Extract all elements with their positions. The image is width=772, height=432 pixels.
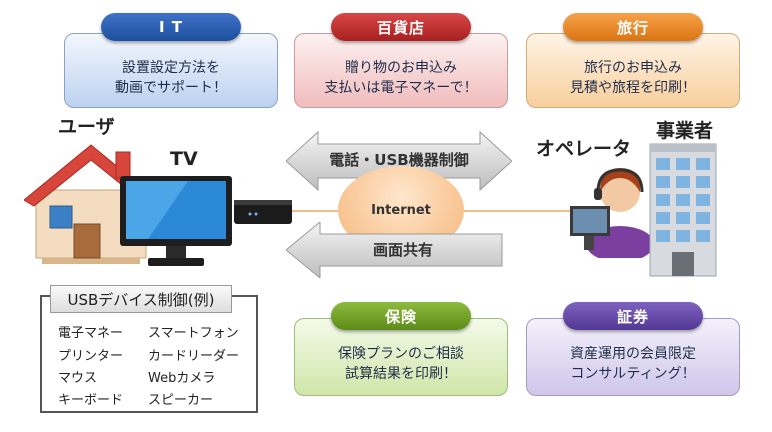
securities-description: 資産運用の会員限定 コンサルティング！ [570,346,696,382]
device-speaker: スピーカー [148,393,214,408]
it-box: 設置設定方法を 動画でサポート！ [64,33,278,108]
device-card-reader: カードリーダー [148,349,240,364]
department-store-box: 贈り物のお申込み 支払いは電子マネーで！ [294,33,508,108]
securities-title: 証券 [563,302,703,330]
it-description: 設置設定方法を 動画でサポート！ [115,59,227,96]
user-label: ユーザ [58,116,115,138]
tv-label: TV [170,148,198,170]
insurance-description: 保険プランのご相談 試算結果を印刷！ [338,346,464,382]
business-label: 事業者 [656,120,714,142]
operator-icon [570,168,654,258]
usb-device-panel [40,295,258,413]
travel-description: 旅行のお申込み 見積や旅程を印刷！ [570,59,696,96]
securities-box: 資産運用の会員限定 コンサルティング！ [526,318,740,396]
it-title: I T [101,13,241,41]
insurance-box: 保険プランのご相談 試算結果を印刷！ [294,318,508,396]
device-keyboard: キーボード [58,393,124,408]
operator-label: オペレータ [536,138,632,160]
device-printer: プリンター [58,349,124,364]
device-smartphone: スマートフォン [148,326,239,341]
arrow-phone-usb [286,130,512,192]
travel-box: 旅行のお申込み 見積や旅程を印刷！ [526,33,740,108]
department-store-description: 贈り物のお申込み 支払いは電子マネーで！ [324,59,478,96]
device-e-money: 電子マネー [58,326,124,341]
arrow-screen-share [286,222,503,278]
insurance-title: 保険 [331,302,471,330]
usb-device-panel-title: USBデバイス制御(例) [50,285,232,313]
tv-icon [120,176,232,266]
travel-title: 旅行 [563,13,703,41]
department-store-title: 百貨店 [331,13,471,41]
arrow-phone-usb-label: 電話・USB機器制御 [329,151,469,169]
arrow-screen-share-label: 画面共有 [372,241,433,259]
set-top-box-icon [234,200,292,224]
device-web-camera: Webカメラ [148,371,216,386]
device-mouse: マウス [58,371,98,386]
office-building-icon [649,143,717,277]
